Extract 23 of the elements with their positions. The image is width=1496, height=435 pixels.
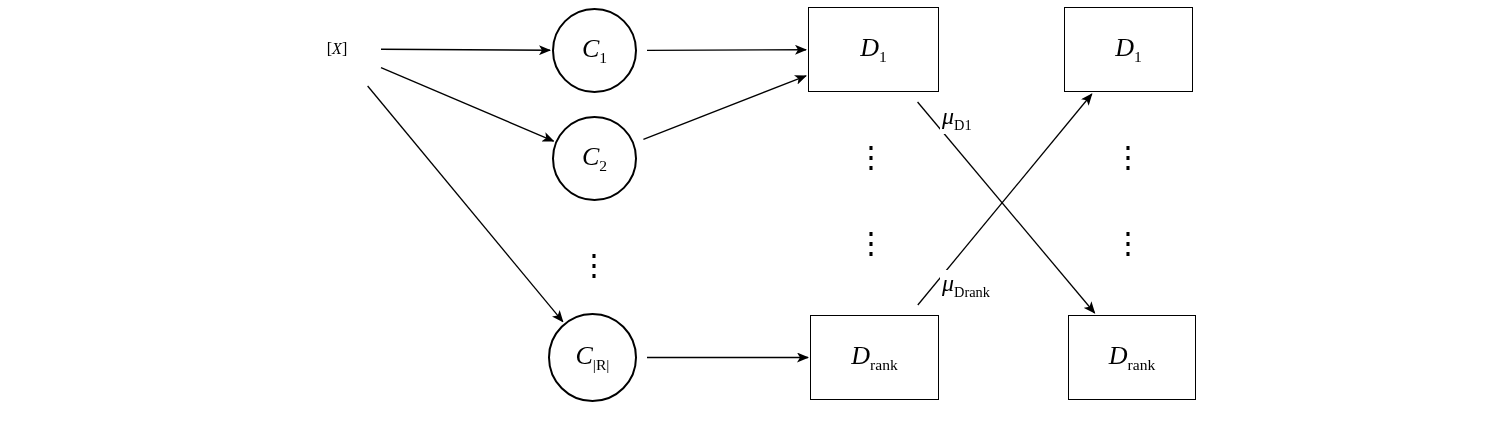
arrow [380, 67, 555, 142]
process-box [1068, 315, 1196, 400]
arrow [367, 85, 564, 323]
process-box [1064, 7, 1193, 92]
vertical-ellipsis: ⋮ [1113, 228, 1143, 258]
node-label: C$_{1}$ [581, 33, 608, 68]
node-label: C$_{2}$ [581, 141, 608, 176]
process-box [810, 315, 939, 400]
node-label: D$_{rank}$ [851, 340, 898, 375]
vertical-ellipsis: ⋮ [579, 250, 609, 280]
node-label: D$_{1}$ [860, 32, 887, 67]
vertical-ellipsis: ⋮ [856, 228, 886, 258]
node-label: D$_{1}$ [1115, 32, 1142, 67]
vertical-ellipsis: ⋮ [1113, 142, 1143, 172]
node-label: C$_{|R|}$ [575, 340, 610, 375]
arrow [642, 75, 807, 141]
node-label: D$_{rank}$ [1108, 340, 1156, 375]
arrow [646, 44, 807, 55]
input-label: [X] [303, 22, 371, 76]
process-box [808, 7, 939, 92]
vertical-ellipsis: ⋮ [856, 142, 886, 172]
arrow [380, 45, 551, 56]
arrow [646, 352, 809, 363]
